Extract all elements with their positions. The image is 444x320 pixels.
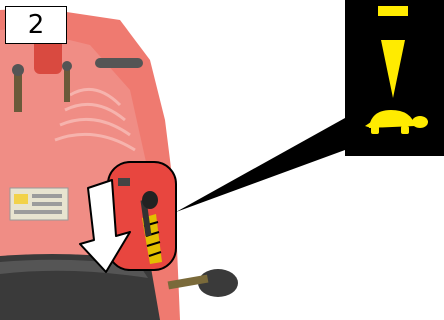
sticker-line-2 [32, 202, 62, 206]
lever-highlight [108, 162, 176, 270]
steering-lever [95, 58, 143, 68]
left-lever [14, 72, 22, 112]
sticker-line-3 [14, 210, 62, 214]
left-lever-knob [12, 64, 24, 76]
lever-position-bar-icon [378, 6, 408, 16]
detail-inset [345, 0, 444, 156]
step-number: 2 [28, 10, 45, 40]
center-lever [64, 68, 70, 102]
sticker-mark [14, 194, 28, 204]
sticker-line-1 [32, 194, 62, 198]
center-lever-knob [62, 61, 72, 71]
step-number-badge: 2 [5, 6, 67, 44]
